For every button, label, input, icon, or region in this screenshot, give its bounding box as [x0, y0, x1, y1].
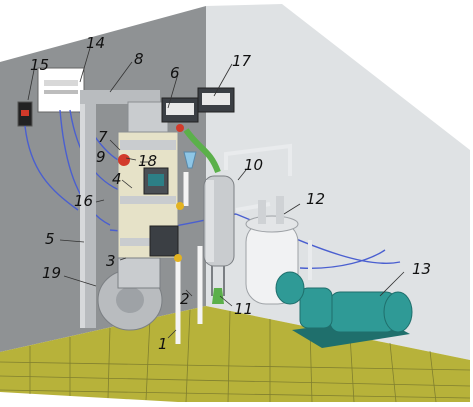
- label-9: 9: [96, 148, 106, 166]
- control-box: [149, 225, 179, 257]
- wall-cabinet-14: [37, 67, 85, 113]
- floor-grid: [0, 309, 471, 403]
- label-18: 18: [138, 152, 157, 170]
- label-12: 12: [306, 190, 325, 208]
- valve-yellow-1: [174, 254, 182, 262]
- label-11: 11: [234, 300, 253, 318]
- switch-box-15-light: [21, 110, 29, 116]
- instruments-17: [161, 87, 235, 123]
- label-8: 8: [134, 50, 144, 68]
- label-17: 17: [232, 52, 252, 70]
- pump-13: [275, 271, 413, 348]
- label-2: 2: [180, 290, 190, 308]
- label-3: 3: [106, 252, 116, 270]
- label-10: 10: [244, 156, 263, 174]
- water-pipes: [175, 172, 203, 344]
- indicator-top: [176, 124, 184, 132]
- label-5: 5: [45, 230, 55, 248]
- column-6: [117, 101, 179, 259]
- label-19: 19: [42, 264, 61, 282]
- indicator-9: [118, 154, 130, 166]
- bottle-11: [212, 288, 224, 304]
- label-7: 7: [98, 128, 108, 146]
- separator-10: [203, 175, 235, 296]
- label-4: 4: [112, 170, 122, 188]
- label-1: 1: [158, 335, 168, 353]
- valve-yellow-2: [176, 202, 184, 210]
- label-14: 14: [86, 34, 105, 52]
- leader-lines: [27, 47, 405, 339]
- panel-18-screen: [148, 174, 164, 186]
- label-6: 6: [170, 64, 180, 82]
- label-13: 13: [412, 260, 431, 278]
- funnel: [183, 151, 197, 169]
- hose: [183, 128, 221, 174]
- label-16: 16: [74, 192, 93, 210]
- pipe-8: [80, 90, 160, 328]
- label-15: 15: [30, 56, 49, 74]
- fan-housing: [97, 257, 163, 331]
